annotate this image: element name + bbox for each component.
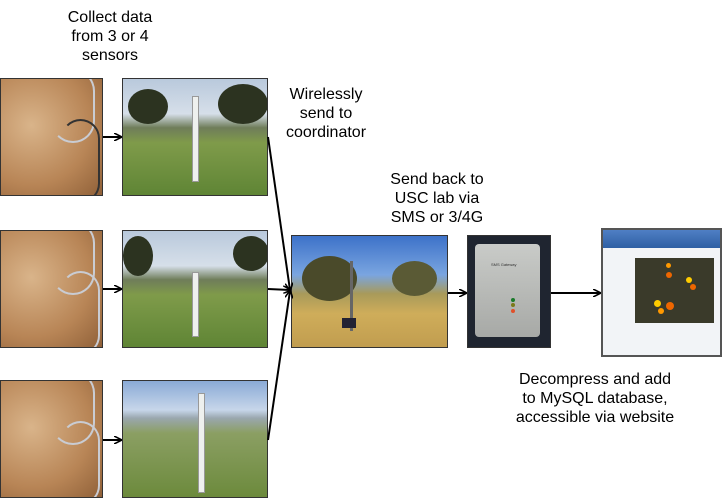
field-node-photo-2 <box>122 230 268 348</box>
coordinator-photo <box>291 235 448 348</box>
label-line: to MySQL database, <box>522 390 668 407</box>
website-screenshot <box>601 228 722 357</box>
gateway-label: SMS Gateway <box>490 262 517 268</box>
field-node-photo-1 <box>122 78 268 196</box>
soil-sensor-photo-1 <box>0 78 103 196</box>
decompress-label: Decompress and add to MySQL database, ac… <box>495 370 695 427</box>
label-line: sensors <box>81 47 139 64</box>
label-line: SMS or 3/4G <box>390 209 484 226</box>
field-node-photo-3 <box>122 380 268 498</box>
arrow-node2-to-coordinator <box>267 289 290 290</box>
label-line: Decompress and add <box>518 371 672 388</box>
collect-data-label: Collect data from 3 or 4 sensors <box>45 8 175 65</box>
label-line: coordinator <box>285 124 367 141</box>
sms-gateway-photo: SMS Gateway <box>467 235 551 348</box>
arrow-node3-to-coordinator <box>267 291 290 441</box>
label-line: USC lab via <box>394 190 480 207</box>
label-line: accessible via website <box>515 409 675 426</box>
send-back-label: Send back to USC lab via SMS or 3/4G <box>382 170 492 227</box>
soil-sensor-photo-3 <box>0 380 103 498</box>
label-line: Send back to <box>390 171 484 188</box>
wireless-label: Wirelessly send to coordinator <box>276 85 376 142</box>
label-line: Wirelessly <box>289 86 363 103</box>
label-line: send to <box>299 105 353 122</box>
arrow-node1-to-coordinator <box>267 136 290 290</box>
soil-sensor-photo-2 <box>0 230 103 348</box>
label-line: from 3 or 4 <box>71 28 149 45</box>
label-line: Collect data <box>67 9 153 26</box>
